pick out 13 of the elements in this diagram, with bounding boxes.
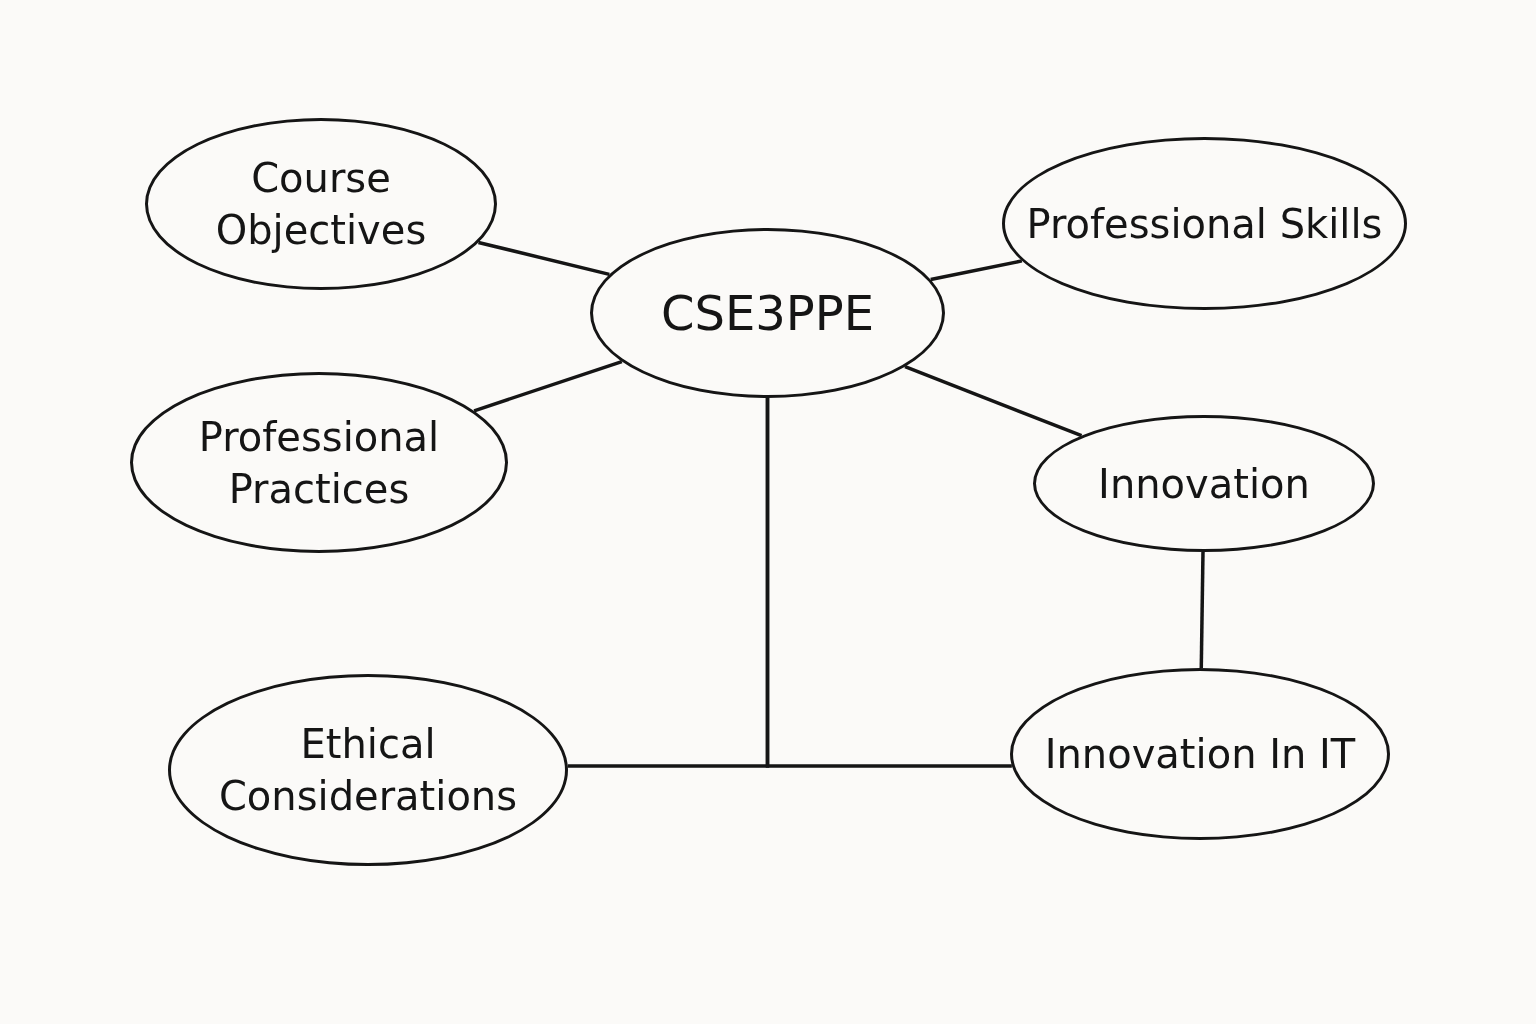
- node-label: Innovation: [1097, 459, 1311, 509]
- connector-line: [930, 259, 1023, 282]
- connector-line: [1199, 551, 1205, 669]
- connector-line: [904, 365, 1083, 438]
- connector-line: [478, 240, 610, 277]
- connector-line: [765, 398, 1012, 768]
- node-label: Ethical Considerations: [217, 720, 519, 821]
- node-label: Professional Practices: [197, 412, 441, 514]
- connector-line: [473, 359, 623, 413]
- node-label: CSE3PPE: [659, 283, 876, 343]
- node-label: Course Objectives: [214, 154, 428, 255]
- node-label: Innovation In IT: [1043, 730, 1357, 779]
- node-label: Professional Skills: [1025, 199, 1384, 249]
